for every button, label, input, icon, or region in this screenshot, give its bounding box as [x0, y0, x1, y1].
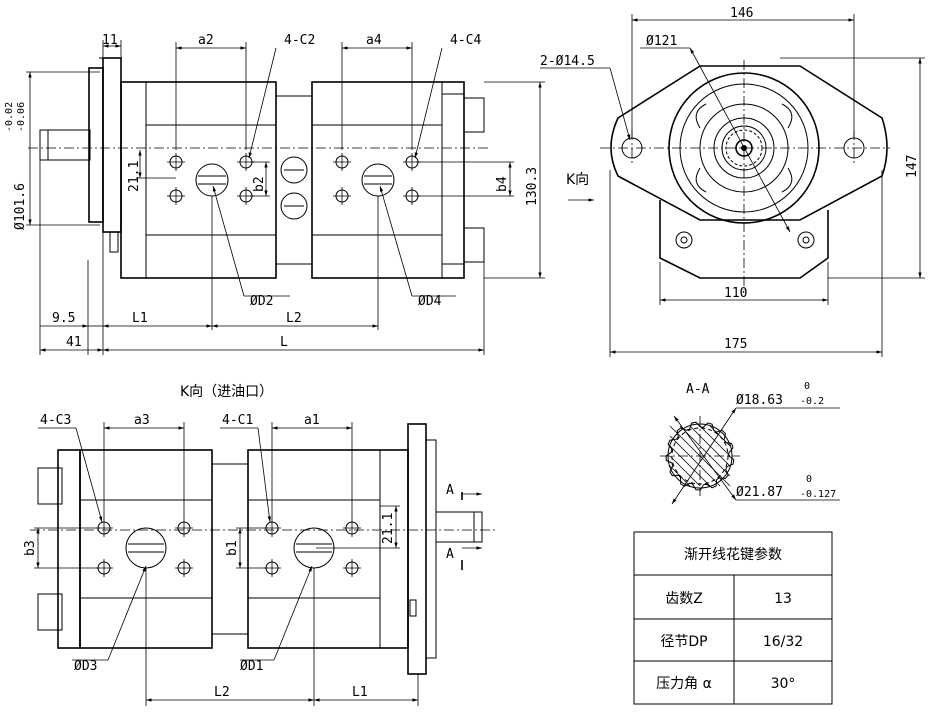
front-view: 11 a2 4-C2 a4 4-C4 Ø101.6 -0.02 -0.06 21… [4, 33, 545, 355]
dim-121: Ø121 [646, 34, 677, 49]
dim-l2-front: L2 [286, 311, 302, 326]
section-a-a: A-A Ø18.63 0 -0.2 Ø21.87 0 -0.127 [660, 381, 840, 505]
table-param-angle: 压力角 α [656, 676, 712, 692]
dim-130-3: 130.3 [525, 167, 540, 206]
table-value-teeth: 13 [774, 591, 792, 607]
k-view-title: K向（进油口） [180, 384, 273, 400]
dim-a1: a1 [304, 413, 320, 428]
dim-a3: a3 [134, 413, 150, 428]
dim-minor-tol-upper: 0 [804, 381, 810, 392]
section-marker-bottom: A [446, 547, 454, 562]
dim-a2: a2 [198, 33, 214, 48]
dim-a4: a4 [366, 33, 382, 48]
dim-146: 146 [730, 6, 753, 21]
k-direction-label: K向 [566, 172, 589, 188]
spline-parameter-table: 渐开线花键参数 齿数Z 13 径节DP 16/32 压力角 α 30° [633, 531, 833, 705]
dim-9-5: 9.5 [52, 311, 75, 326]
dim-d4: ØD4 [418, 294, 442, 309]
dim-dia-101: Ø101.6 [13, 183, 28, 230]
table-param-teeth: 齿数Z [665, 591, 703, 607]
dim-21-1-k: 21.1 [381, 513, 396, 544]
dim-4c1: 4-C1 [222, 413, 253, 428]
dim-l1-k: L1 [352, 685, 368, 700]
dim-d1: ØD1 [240, 659, 263, 674]
dim-l: L [280, 335, 288, 350]
dim-4c2: 4-C2 [284, 33, 315, 48]
dim-major-tol-lower: -0.127 [800, 489, 836, 500]
table-value-angle: 30° [771, 676, 796, 692]
dim-4c4: 4-C4 [450, 33, 481, 48]
dim-110: 110 [724, 286, 747, 301]
dim-b3: b3 [23, 540, 38, 556]
table-param-dp: 径节DP [660, 634, 707, 650]
end-view: 146 Ø121 2-Ø14.5 147 K向 110 175 [540, 6, 925, 357]
dim-minor-dia: Ø18.63 [736, 393, 783, 408]
dim-major-dia: Ø21.87 [736, 485, 783, 500]
dim-minor-tol-lower: -0.2 [800, 396, 824, 407]
k-view: K向（进油口） A A [23, 384, 496, 706]
table-value-dp: 16/32 [763, 634, 803, 650]
dim-4c3: 4-C3 [40, 413, 71, 428]
dim-major-tol-upper: 0 [806, 474, 812, 485]
dim-l1-front: L1 [132, 311, 148, 326]
dim-b1: b1 [225, 540, 240, 556]
section-title: A-A [686, 382, 710, 397]
table-title: 渐开线花键参数 [684, 546, 782, 563]
dim-11: 11 [102, 33, 118, 48]
dim-l2-k: L2 [214, 685, 230, 700]
dim-21-1-front: 21.1 [127, 161, 142, 192]
dim-dia-tol-lower: -0.06 [16, 102, 27, 132]
dim-holes: 2-Ø14.5 [540, 54, 595, 69]
dim-b4: b4 [495, 176, 510, 192]
dim-b2: b2 [252, 176, 267, 192]
section-marker-top: A [446, 483, 454, 498]
dim-dia-tol-upper: -0.02 [4, 102, 15, 132]
dim-41: 41 [66, 335, 82, 350]
dim-175: 175 [724, 337, 747, 352]
dim-d2: ØD2 [250, 294, 273, 309]
dim-d3: ØD3 [74, 659, 97, 674]
dim-147: 147 [905, 155, 920, 178]
